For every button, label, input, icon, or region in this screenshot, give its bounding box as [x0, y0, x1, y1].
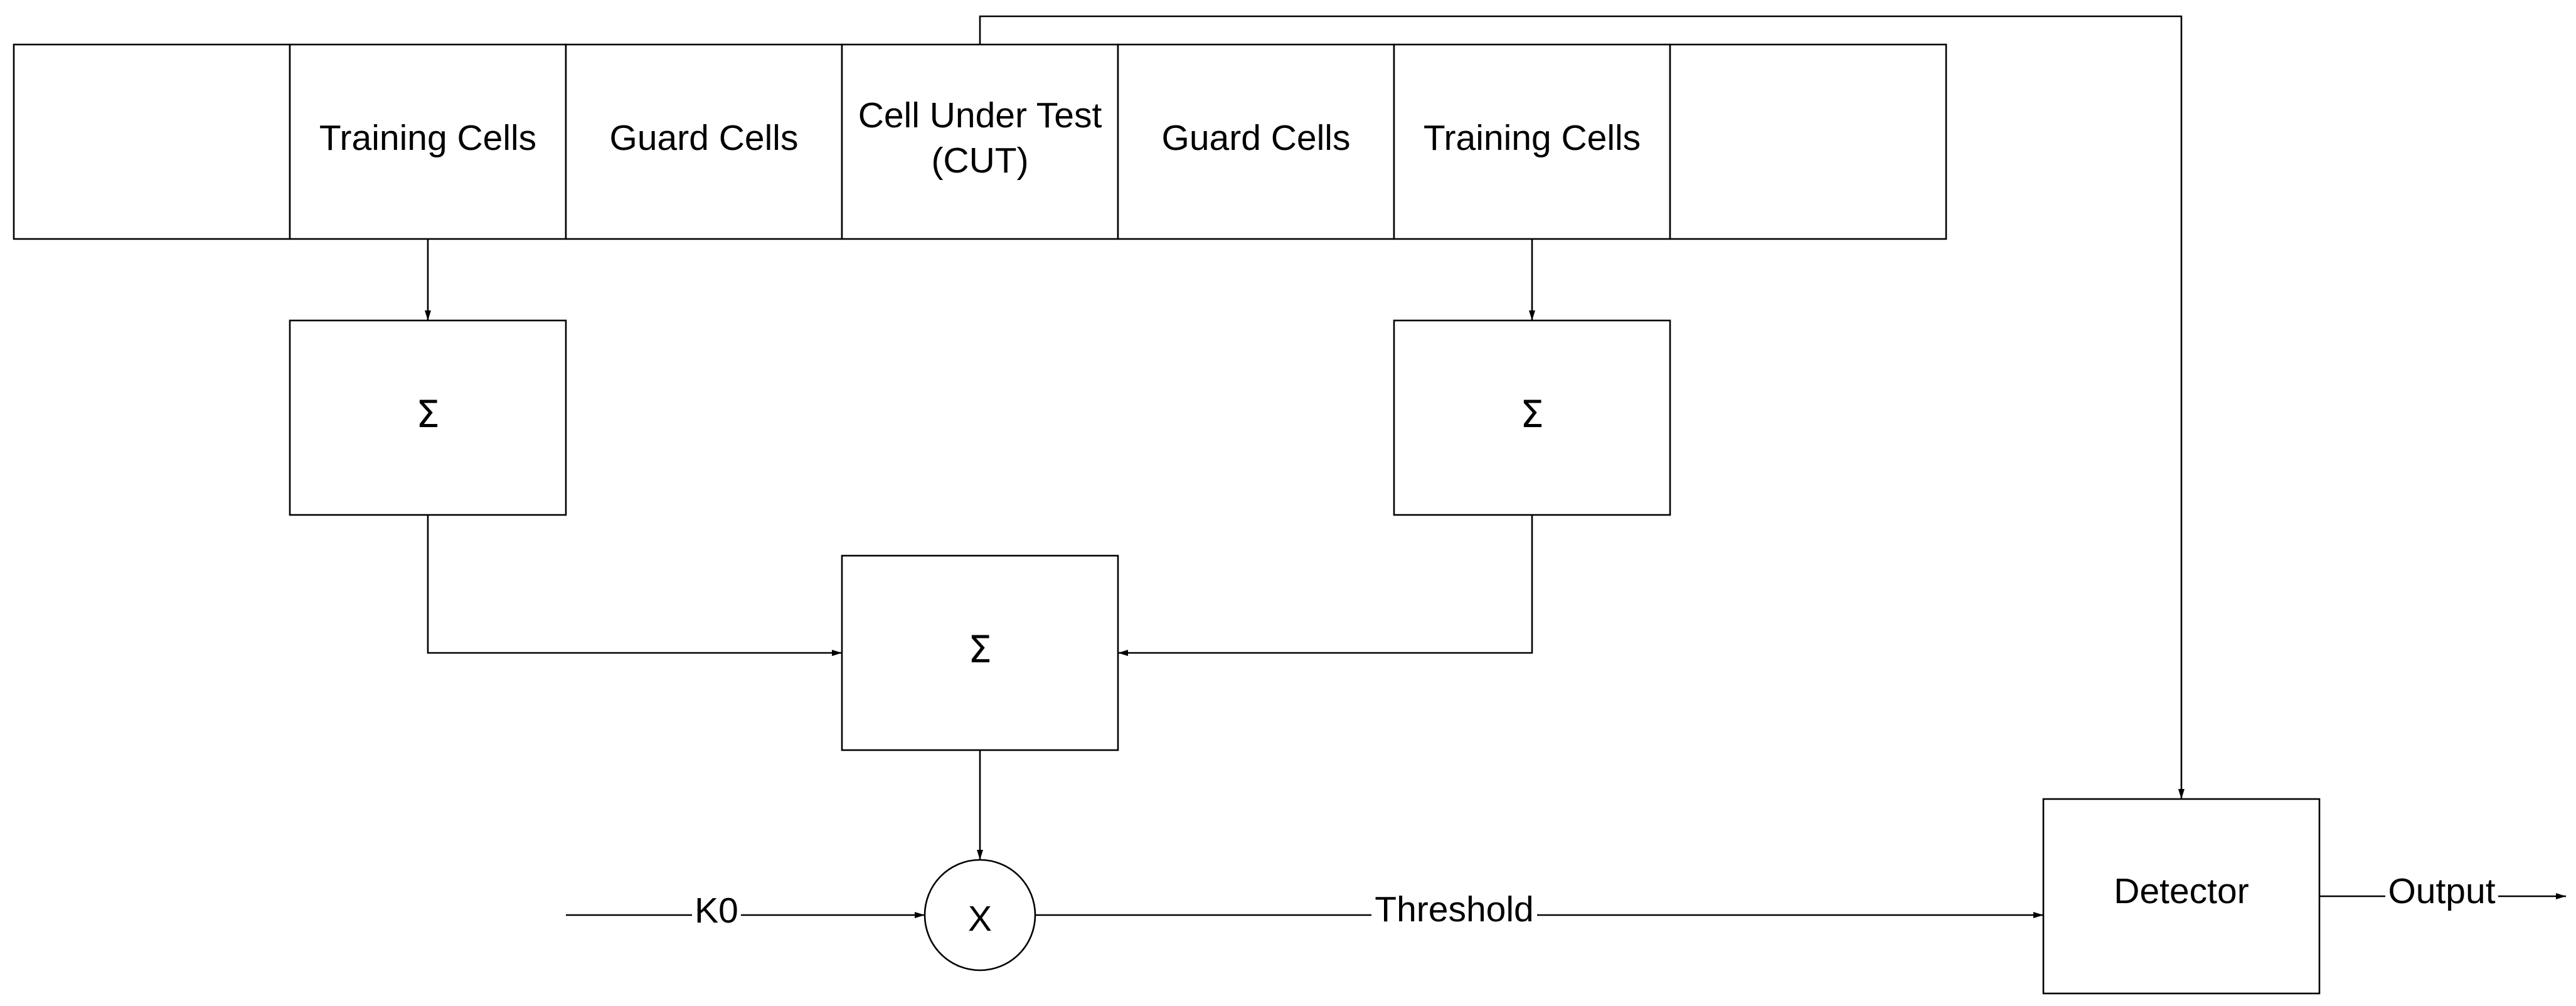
cell-training-left — [289, 43, 567, 240]
cell-guard-right-label: Guard Cells — [1162, 118, 1351, 158]
cell-guard-right — [1117, 43, 1395, 240]
sum-left-box — [289, 319, 567, 516]
cell-under-test-label-line2: (CUT) — [931, 140, 1028, 181]
wire-sum-left-to-combined — [427, 515, 842, 656]
detector-box — [2042, 798, 2321, 995]
cell-guard-left-label: Guard Cells — [610, 118, 799, 158]
output-label-backing — [2385, 874, 2498, 917]
range-cell-row: Training Cells Guard Cells Cell Under Te… — [13, 43, 1947, 240]
wire-cut-to-detector — [979, 15, 2185, 799]
threshold-label: Threshold — [1375, 889, 1533, 929]
cell-under-test-label-line1: Cell Under Test — [858, 95, 1102, 135]
cell-training-right — [1393, 43, 1671, 240]
sum-right-symbol: Σ — [1520, 393, 1544, 437]
sum-left-symbol: Σ — [416, 393, 440, 437]
cell-training-left-label: Training Cells — [319, 118, 536, 158]
output-label: Output — [2388, 871, 2495, 911]
cell-outer-left — [13, 43, 291, 240]
cell-training-right-label: Training Cells — [1424, 118, 1641, 158]
sum-combined-symbol: Σ — [968, 628, 992, 672]
detector-label: Detector — [2114, 871, 2249, 911]
sum-combined-box — [841, 554, 1119, 751]
wire-sum-right-to-combined — [1118, 515, 1533, 656]
multiplier-symbol: X — [968, 899, 992, 939]
cell-guard-left — [565, 43, 843, 240]
cell-outer-right — [1669, 43, 1947, 240]
k0-label: K0 — [695, 891, 738, 931]
threshold-label-backing — [1371, 893, 1537, 936]
k0-label-backing — [692, 893, 741, 936]
